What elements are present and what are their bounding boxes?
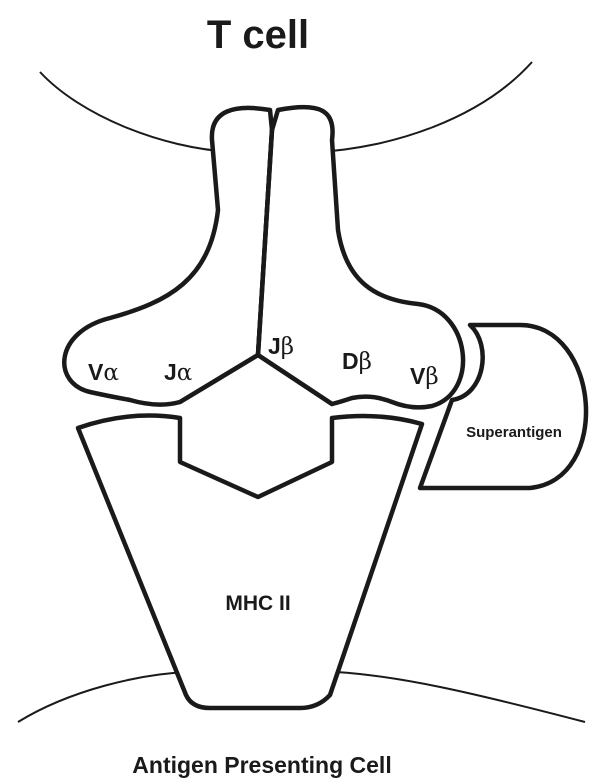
svg-text:Dβ: Dβ [342,348,372,375]
mhc-ii-label: MHC II [225,592,290,615]
svg-text:Vα: Vα [88,359,119,386]
svg-text:Jα: Jα [164,359,192,386]
j-alpha-label: Jα [164,359,192,386]
mhc-ii-molecule [78,416,422,708]
svg-text:Vβ: Vβ [410,363,439,390]
v-alpha-label: Vα [88,359,119,386]
v-beta-label: Vβ [410,363,439,390]
t-cell-title: T cell [207,13,309,57]
svg-text:Jβ: Jβ [268,333,294,360]
j-beta-label: Jβ [268,333,294,360]
d-beta-label: Dβ [342,348,372,375]
superantigen-label: Superantigen [466,424,562,441]
apc-title: Antigen Presenting Cell [132,752,391,778]
